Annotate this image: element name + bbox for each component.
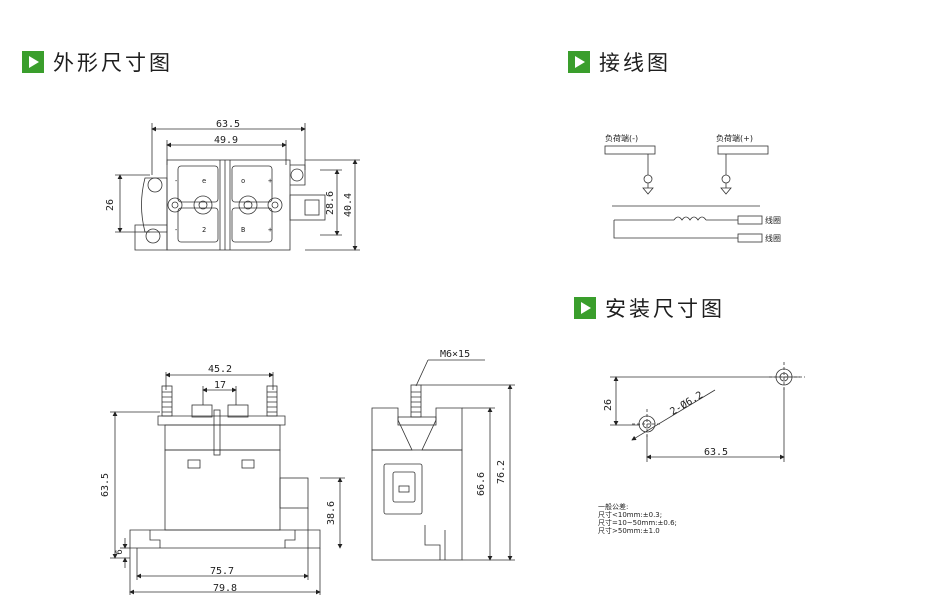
terminal-label: e — [202, 177, 206, 185]
wiring-diagram — [604, 145, 769, 243]
dim-top-height-mid: 28.6 — [325, 191, 336, 215]
terminal-labels: - e o + - 2 B + — [174, 177, 272, 234]
tolerance-line: 尺寸>50mm:±1.0 — [598, 527, 660, 535]
terminal-label: + — [268, 226, 272, 234]
terminal-label: 2 — [202, 226, 206, 234]
play-icon — [568, 51, 590, 73]
dim-front-terminals-span: 45.2 — [208, 364, 232, 375]
dim-front-flange: 6 — [115, 549, 125, 554]
dim-side-height-inner: 66.6 — [476, 472, 487, 496]
screw-label: M6×15 — [440, 349, 470, 360]
terminal-label: + — [268, 177, 272, 185]
tolerance-note: 一般公差: 尺寸<10mm:±0.3; 尺寸=10~50mm:±0.6; 尺寸>… — [598, 503, 677, 535]
dim-top-height-right: 40.4 — [343, 193, 354, 217]
dim-front-height: 63.5 — [100, 473, 111, 497]
dim-top-width-inner: 49.9 — [214, 135, 238, 146]
label-load-neg: 负荷端(-) — [605, 133, 638, 143]
header-outline-text: 外形尺寸图 — [53, 51, 173, 75]
dim-mount-horizontal: 63.5 — [704, 447, 728, 458]
terminal-label: - — [174, 226, 178, 234]
play-icon — [574, 297, 596, 319]
terminal-label: B — [241, 226, 245, 234]
side-view — [371, 359, 515, 561]
dim-top-height-left: 26 — [105, 199, 116, 211]
terminal-label: o — [241, 177, 245, 185]
header-wiring-text: 接线图 — [599, 51, 671, 75]
dim-mount-hole: 2-Ø6.2 — [668, 389, 705, 418]
header-mounting-text: 安装尺寸图 — [605, 297, 725, 321]
tolerance-title: 一般公差: — [598, 503, 629, 511]
header-wiring: 接线图 — [568, 47, 671, 77]
dim-top-width-outer: 63.5 — [216, 119, 240, 130]
play-icon — [22, 51, 44, 73]
dim-front-terminals-inner: 17 — [214, 380, 226, 391]
tolerance-line: 尺寸=10~50mm:±0.6; — [598, 519, 677, 527]
dim-side-height-total: 76.2 — [496, 460, 507, 484]
mounting-diagram — [610, 362, 805, 462]
label-load-pos: 负荷端(+) — [716, 133, 753, 143]
dim-front-body-height: 38.6 — [326, 501, 337, 525]
top-view — [115, 123, 360, 251]
label-coil-1: 线圈 — [765, 215, 781, 225]
tolerance-line: 尺寸<10mm:±0.3; — [598, 511, 663, 519]
front-view — [110, 372, 345, 595]
header-mounting: 安装尺寸图 — [574, 293, 725, 323]
label-coil-2: 线圈 — [765, 233, 781, 243]
dim-front-base-width: 75.7 — [210, 566, 234, 577]
dim-mount-vertical: 26 — [603, 399, 614, 411]
dim-front-total-width: 79.8 — [213, 583, 237, 594]
terminal-label: - — [174, 177, 178, 185]
header-outline: 外形尺寸图 — [22, 47, 173, 77]
